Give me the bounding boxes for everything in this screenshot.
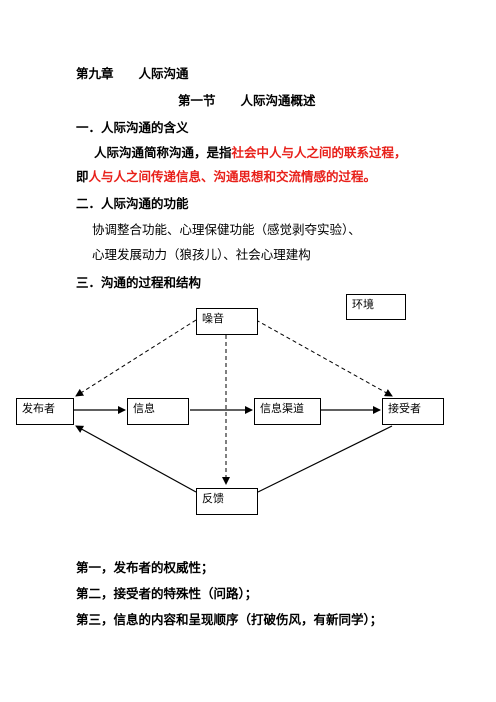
message-box: 信息: [127, 398, 189, 425]
environment-box: 环境: [346, 294, 406, 320]
feedback-box: 反馈: [196, 488, 258, 515]
heading-3: 三．沟通的过程和结构: [76, 275, 202, 290]
receiver-label: 接受者: [388, 402, 421, 415]
heading-1: 一．人际沟通的含义: [76, 120, 189, 135]
definition-line-2: 即人与人之间传递信息、沟通思想和交流情感的过程。: [76, 169, 376, 185]
feedback-label: 反馈: [202, 492, 224, 505]
environment-label: 环境: [352, 298, 374, 311]
noise-arrow-receiver: [255, 319, 393, 397]
definition-text: 人际沟通简称沟通，是指: [94, 145, 232, 160]
channel-box: 信息渠道: [254, 398, 321, 425]
feedback-arrow-sender: [75, 425, 197, 493]
sender-box: 发布者: [16, 398, 74, 425]
section-title: 第一节 人际沟通概述: [178, 93, 316, 108]
point-2: 第二，接受者的特殊性（问路）；: [76, 586, 258, 601]
heading-2: 二．人际沟通的功能: [76, 196, 189, 211]
definition-highlight: 人与人之间传递信息、沟通思想和交流情感的过程。: [88, 169, 377, 184]
definition-text: 即: [76, 169, 89, 184]
receiver-box: 接受者: [382, 398, 444, 425]
chapter-title: 第九章 人际沟通: [76, 66, 189, 81]
noise-arrow-sender: [75, 319, 197, 397]
functions-line-1: 协调整合功能、心理保健功能（感觉剥夺实验）、: [92, 222, 361, 237]
noise-label: 噪音: [202, 312, 224, 325]
sender-label: 发布者: [22, 402, 55, 415]
definition-highlight: 社会中人与人之间的联系过程，: [231, 145, 407, 160]
message-label: 信息: [133, 402, 155, 415]
functions-line-2: 心理发展动力（狼孩儿）、社会心理建构: [92, 247, 311, 262]
noise-box: 噪音: [196, 308, 258, 335]
channel-label: 信息渠道: [260, 402, 304, 415]
definition-line-1: 人际沟通简称沟通，是指社会中人与人之间的联系过程，: [94, 145, 407, 161]
feedback-line-receiver: [257, 425, 393, 493]
point-1: 第一，发布者的权威性；: [76, 560, 214, 575]
point-3: 第三，信息的内容和呈现顺序（打破伤风，有新同学）；: [76, 612, 383, 627]
